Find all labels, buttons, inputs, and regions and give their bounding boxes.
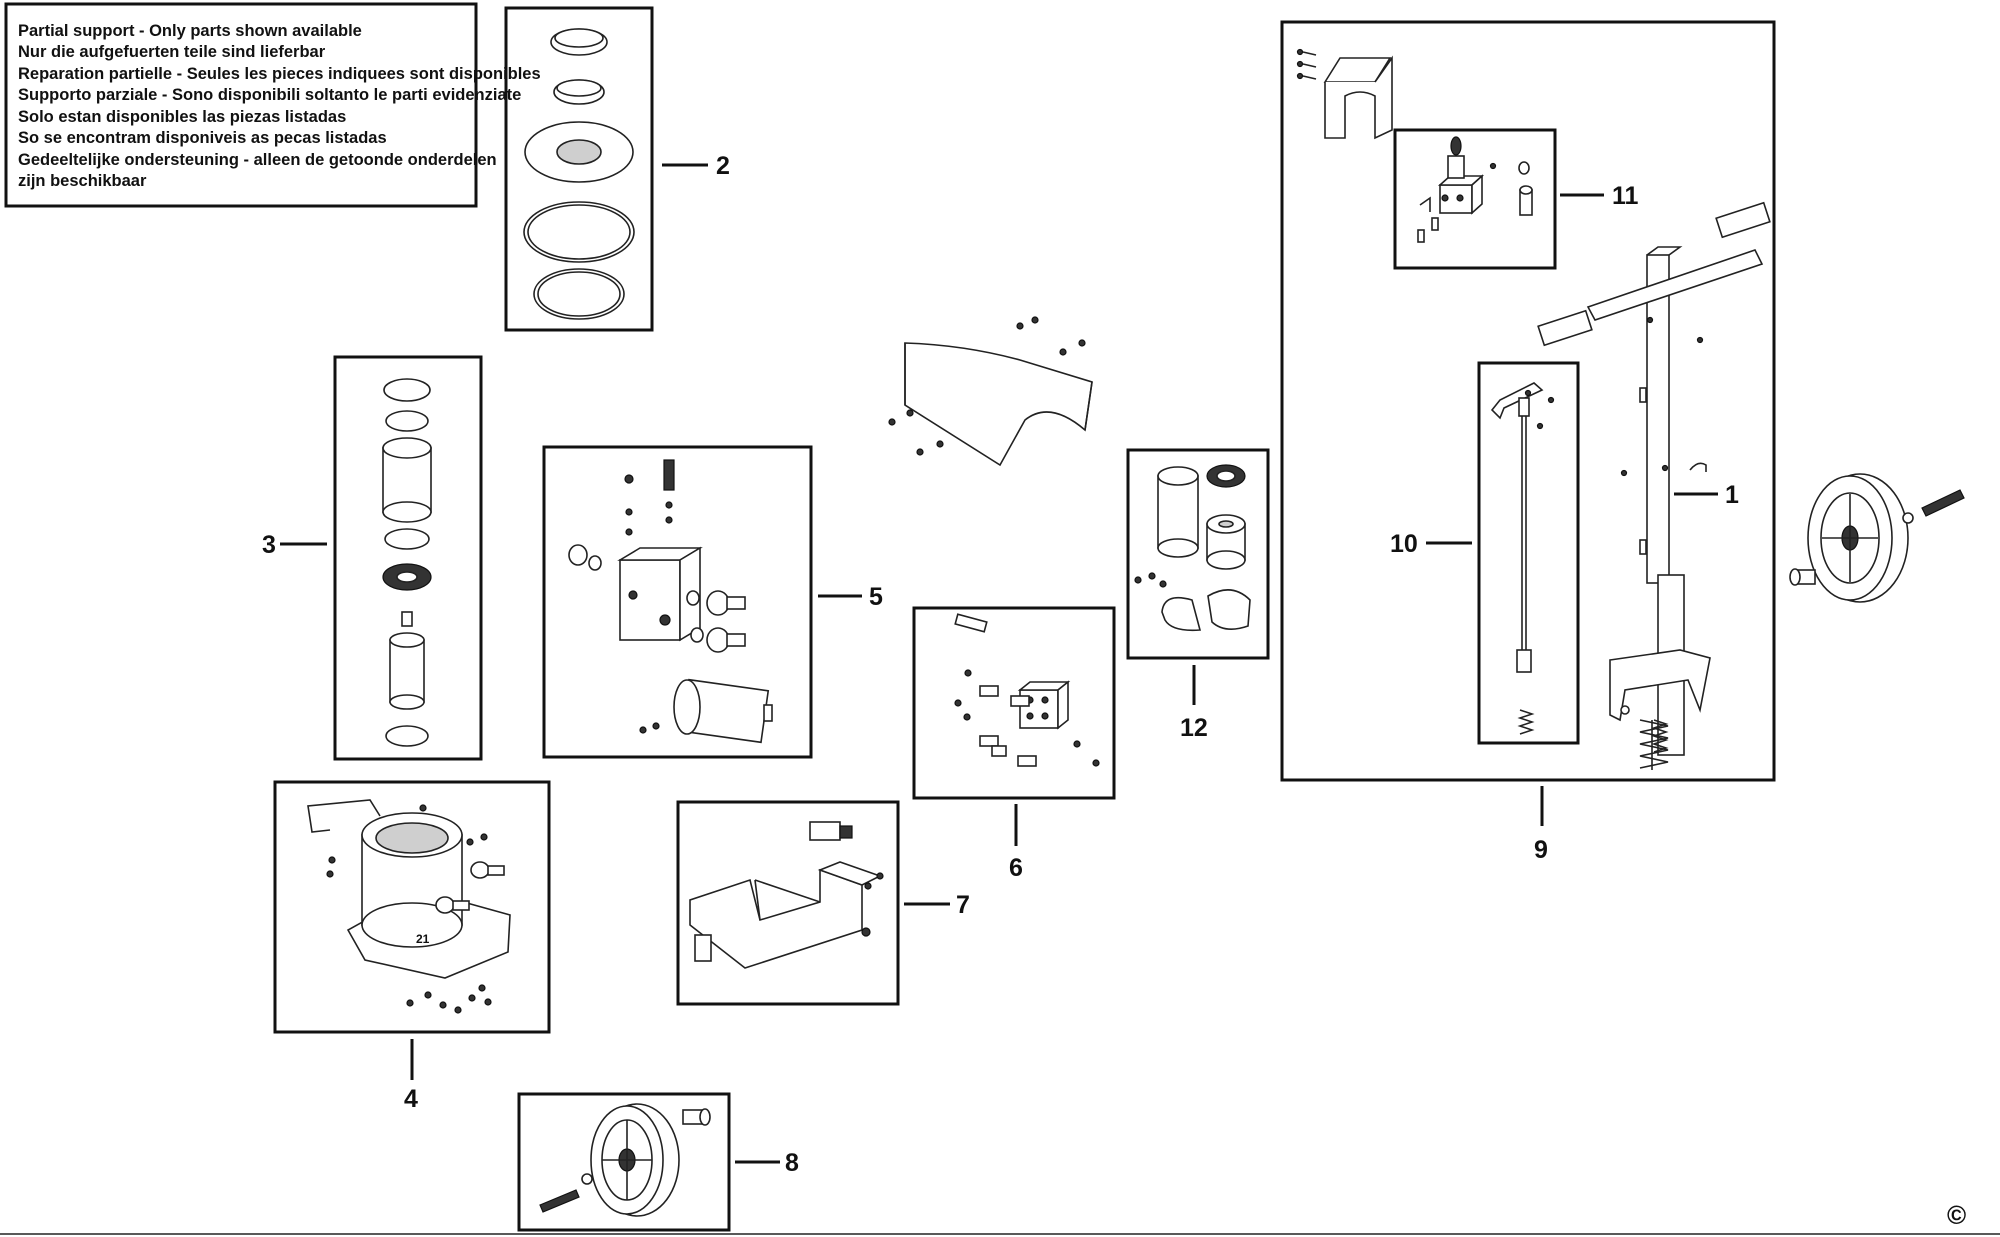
- copyright-mark: ©: [1947, 1200, 1966, 1230]
- notice-line-8: zijn beschikbaar: [18, 172, 147, 190]
- group-6-fittings-block-icon: [912, 606, 1116, 800]
- group-4-base-housing-icon: 21: [273, 780, 551, 1034]
- callout-4: 4: [404, 1085, 418, 1113]
- callout-7: 7: [956, 891, 970, 919]
- wheel-icon: [1789, 473, 1965, 603]
- group-7-motor-bracket-icon: [676, 800, 900, 1006]
- group-9-handle-frame-icon: [1280, 20, 1776, 782]
- group-8-wheel-icon: [517, 1092, 731, 1232]
- callout-2: 2: [716, 152, 730, 180]
- notice-line-1: Partial support - Only parts shown avail…: [18, 22, 362, 40]
- notice-line-3: Reparation partielle - Seules les pieces…: [18, 65, 541, 83]
- callout-11: 11: [1612, 182, 1639, 210]
- group-3-ram-cylinder-icon: [333, 355, 483, 761]
- notice-line-6: So se encontram disponiveis as pecas lis…: [18, 129, 387, 147]
- base-marking: 21: [416, 932, 430, 946]
- callout-12: 12: [1180, 714, 1208, 742]
- callout-1: 1: [1725, 481, 1739, 509]
- group-2-seal-kit-icon: [504, 6, 654, 332]
- callout-6: 6: [1009, 854, 1023, 882]
- callout-10: 10: [1390, 530, 1418, 558]
- callout-9: 9: [1534, 836, 1548, 864]
- notice-line-4: Supporto parziale - Sono disponibili sol…: [18, 86, 521, 104]
- group-11-control-valve-icon: [1393, 128, 1557, 270]
- group-10-release-rod-icon: [1477, 361, 1580, 745]
- notice-box: Partial support - Only parts shown avail…: [4, 2, 541, 208]
- notice-line-5: Solo estan disponibles las piezas listad…: [18, 108, 346, 126]
- callout-3: 3: [262, 531, 276, 559]
- group-5-valve-block-icon: [542, 445, 813, 759]
- notice-line-2: Nur die aufgefuerten teile sind lieferba…: [18, 43, 326, 61]
- notice-line-7: Gedeeltelijke ondersteuning - alleen de …: [18, 151, 497, 169]
- group-12-saddle-kit-icon: [1126, 448, 1270, 660]
- cover-icon: [888, 316, 1093, 467]
- callout-8: 8: [785, 1149, 799, 1177]
- callout-5: 5: [869, 583, 883, 611]
